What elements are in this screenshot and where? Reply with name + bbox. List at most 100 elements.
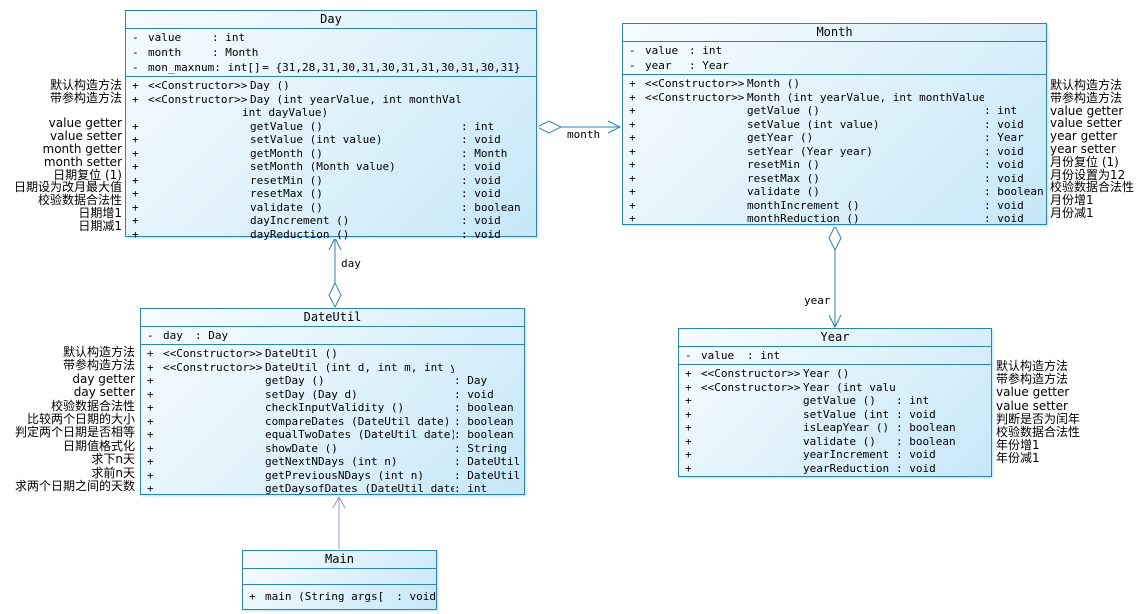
method-name: main (String args[]) xyxy=(265,590,387,603)
class-box-month[interactable]: Month-value: int-year: Year+<<Constructo… xyxy=(622,23,1047,225)
method-name: Month (int yearValue, int monthValue) xyxy=(747,90,984,104)
constructor-stereotype xyxy=(645,158,747,172)
method-return-type: : void xyxy=(896,448,936,461)
method-return-type: : void xyxy=(896,407,936,421)
constructor-stereotype: <<Constructor>> xyxy=(148,92,248,106)
method-return-type: : boolean xyxy=(454,401,514,414)
method-return-type: : void xyxy=(454,387,494,401)
constructor-stereotype xyxy=(645,212,747,226)
annotation-line: 默认构造方法 xyxy=(49,78,122,92)
visibility-marker: + xyxy=(147,401,154,414)
annotation-line: 带参构造方法 xyxy=(62,358,135,373)
annotation-line: 默认构造方法 xyxy=(1050,78,1123,92)
constructor-stereotype xyxy=(148,147,250,161)
method-name: setValue (int value) xyxy=(747,117,880,131)
class-title: Year xyxy=(679,329,991,347)
attribute-type: : int xyxy=(747,349,781,362)
attributes-compartment: -day: Day xyxy=(141,327,524,345)
visibility-marker: + xyxy=(132,227,139,241)
constructor-stereotype: <<Constructor>> xyxy=(645,90,745,104)
constructor-stereotype xyxy=(645,104,747,118)
method-row: +getDaysofDates (DateUtil date): int xyxy=(141,482,524,496)
method-row: +isLeapYear (): boolean xyxy=(679,421,991,435)
visibility-marker: + xyxy=(147,387,154,401)
annotation-line: 日期减1 xyxy=(78,218,122,233)
attribute-type: : Day xyxy=(195,329,229,342)
method-name: setValue (int value) xyxy=(803,407,896,421)
annotation-line: month setter xyxy=(43,154,122,169)
visibility-marker: - xyxy=(629,59,636,72)
class-box-dateutil[interactable]: DateUtil-day: Day+<<Constructor>>DateUti… xyxy=(140,308,525,495)
visibility-marker: + xyxy=(629,158,636,171)
class-title: Day xyxy=(126,11,536,29)
visibility-marker: + xyxy=(629,198,636,212)
visibility-marker: + xyxy=(629,77,636,90)
attribute-name: mon_maxnum xyxy=(148,61,215,74)
methods-compartment: +<<Constructor>>Year ()+<<Constructor>>Y… xyxy=(679,365,991,477)
visibility-marker: + xyxy=(147,347,154,360)
method-return-type: : DateUtil xyxy=(454,468,521,482)
method-return-type: : void xyxy=(896,461,936,475)
visibility-marker: + xyxy=(685,461,692,475)
visibility-marker: + xyxy=(249,590,256,603)
constructor-stereotype xyxy=(645,199,747,213)
visibility-marker: + xyxy=(685,434,692,448)
constructor-stereotype xyxy=(163,415,265,429)
constructor-stereotype xyxy=(148,228,250,242)
attribute-name: value xyxy=(701,349,735,362)
attributes-compartment: -value: int-month: Month-mon_maxnum: int… xyxy=(126,29,536,77)
annotation-line: 校验数据合法性 xyxy=(37,193,122,208)
method-row: + checkInputValidity () : boolean xyxy=(141,401,524,415)
visibility-marker: + xyxy=(629,212,636,225)
annotation-line: 带参构造方法 xyxy=(996,372,1069,387)
method-row: +<<Constructor>>Month (int yearValue, in… xyxy=(623,91,1046,105)
method-return-type xyxy=(896,381,991,395)
method-name: validate () xyxy=(250,200,323,214)
method-return-type: : void xyxy=(461,173,501,187)
method-row: +<<Constructor>>Day () xyxy=(126,79,536,93)
method-return-type: : void xyxy=(396,590,436,603)
aggregation-diamond xyxy=(328,281,342,309)
method-name: validate () xyxy=(747,185,820,198)
annotation-line: 默认构造方法 xyxy=(996,359,1069,373)
annotation-line: 日期复位 (1) xyxy=(53,167,122,182)
annotation-line: day getter xyxy=(72,371,135,386)
attribute-type: : Month xyxy=(212,46,259,59)
visibility-marker: + xyxy=(132,187,139,200)
constructor-stereotype: <<Constructor>> xyxy=(701,367,801,380)
attribute-name: year xyxy=(645,59,672,72)
method-row: +resetMin (): void xyxy=(126,174,536,188)
method-return-type: : void xyxy=(461,187,501,200)
attributes-compartment: -value: int xyxy=(679,347,991,365)
visibility-marker: + xyxy=(147,374,154,387)
method-name: Year () xyxy=(803,367,850,380)
method-name: Month () xyxy=(747,77,800,90)
annotation-line: 默认构造方法 xyxy=(62,345,135,359)
method-row: +compareDates (DateUtil date): boolean xyxy=(141,415,524,429)
class-box-main[interactable]: Main+main (String args[]): void xyxy=(242,550,437,610)
method-name: getPreviousNDays (int n) xyxy=(265,468,424,482)
method-row: +yearReduction (): void xyxy=(679,462,991,476)
method-row: +<<Constructor>>DateUtil (int d, int m, … xyxy=(141,361,524,375)
class-box-day[interactable]: Day-value: int-month: Month-mon_maxnum: … xyxy=(125,10,537,241)
method-name: equalTwoDates (DateUtil date) xyxy=(265,428,454,441)
method-name: getValue () xyxy=(803,394,876,407)
visibility-marker: - xyxy=(629,44,636,57)
method-return-type: : void xyxy=(461,160,501,173)
constructor-stereotype: <<Constructor>> xyxy=(701,380,801,394)
attribute-type: : int xyxy=(689,44,723,57)
method-row: +setValue (int value): void xyxy=(126,133,536,147)
edge-main-dateutil-dependency[interactable] xyxy=(332,495,346,549)
method-name: checkInputValidity () xyxy=(265,401,405,414)
edge-dateutil-day-aggregation[interactable] xyxy=(328,236,342,309)
method-return-type xyxy=(984,91,1046,105)
attribute-row: -year: Year xyxy=(623,58,1046,73)
edge-month-year-aggregation[interactable] xyxy=(828,224,842,329)
visibility-marker: + xyxy=(132,146,139,160)
annotation-line: value getter xyxy=(996,385,1070,400)
constructor-stereotype xyxy=(701,462,803,476)
method-name: setMonth (Month value) xyxy=(250,160,396,173)
class-box-year[interactable]: Year-value: int+<<Constructor>>Year ()+<… xyxy=(678,328,992,477)
method-name: getDaysofDates (DateUtil date) xyxy=(265,482,454,495)
